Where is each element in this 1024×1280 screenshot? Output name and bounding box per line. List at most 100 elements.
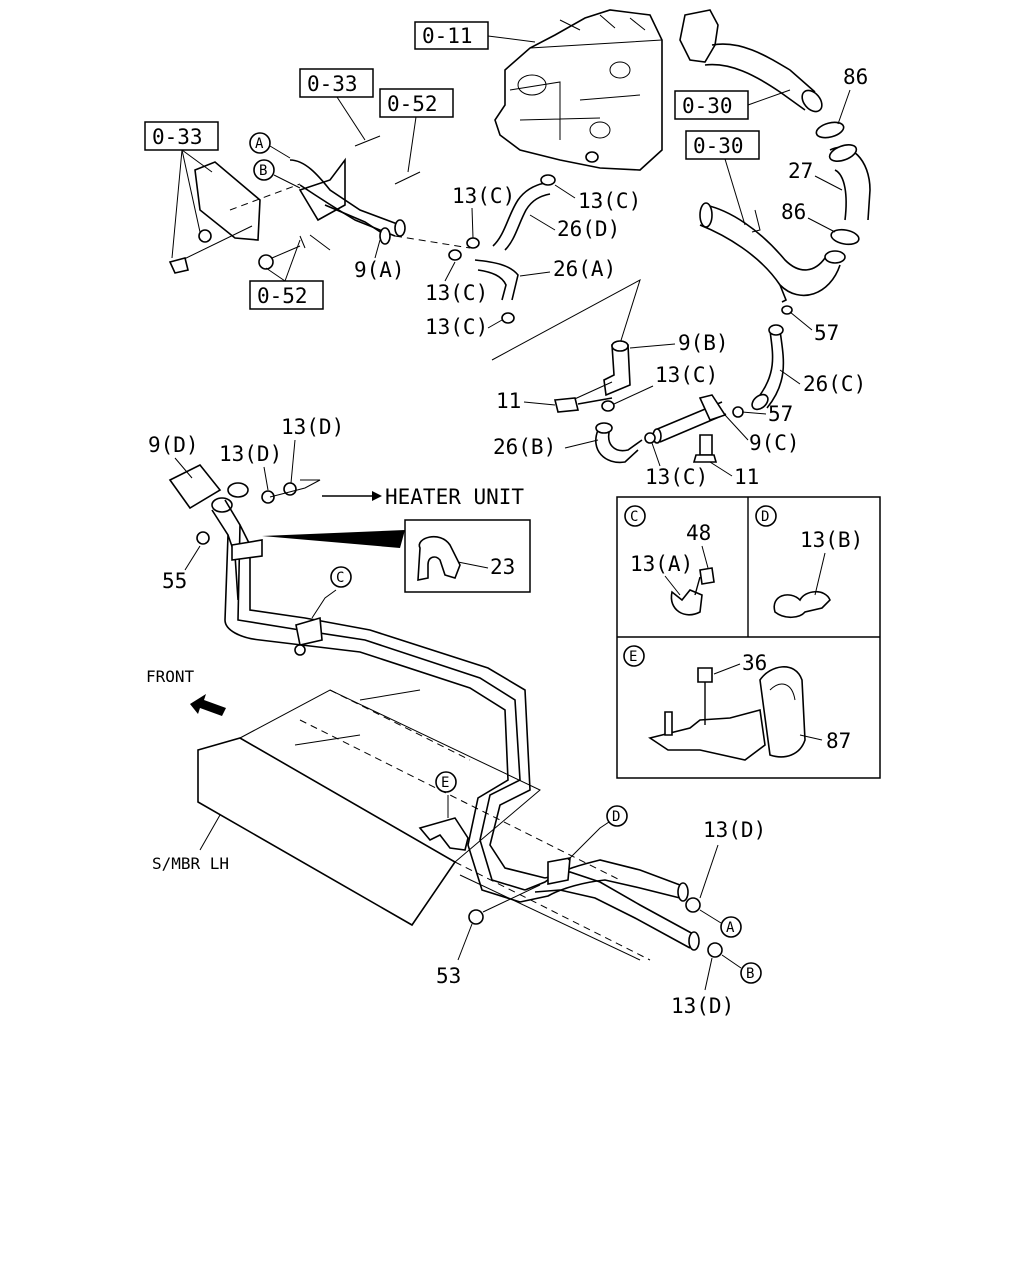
pipe-9b [567,340,631,403]
callout-9d: 9(D) [148,433,199,479]
svg-text:9(D): 9(D) [148,433,199,457]
svg-text:26(A): 26(A) [553,257,616,281]
engine-block [494,9,663,171]
svg-text:9(C): 9(C) [749,431,800,455]
bracket-23-box [262,519,531,593]
callout-13c-1: 13(C) [452,184,515,239]
callout-55: 55 [162,545,201,593]
svg-text:57: 57 [768,402,793,426]
svg-text:26(B): 26(B) [493,435,556,459]
callout-13d-1: 13(D) [219,442,282,491]
callout-9c: 9(C) [724,414,800,455]
nut-53 [468,884,541,925]
svg-text:E: E [441,775,449,791]
svg-text:0-52: 0-52 [257,284,308,308]
ref-box-0-52-b: 0-52 [249,239,324,310]
leader-triangle [491,278,641,361]
svg-text:0-30: 0-30 [682,94,733,118]
svg-text:C: C [336,570,344,586]
svg-text:13(D): 13(D) [281,415,344,439]
svg-text:57: 57 [814,321,839,345]
svg-text:C: C [630,509,638,525]
svg-text:13(C): 13(C) [452,184,515,208]
svg-text:26(C): 26(C) [803,372,866,396]
hose-26a [474,259,519,301]
callout-13d-3: 13(D) [699,818,766,899]
detail-c: C [624,505,715,616]
svg-text:86: 86 [843,65,868,89]
svg-text:HEATER UNIT: HEATER UNIT [385,485,524,509]
callout-57-upper: 57 [789,311,839,345]
hose-26c [751,324,785,411]
clamps-13c-57 [644,305,793,444]
dashed-leader-9a [394,235,471,249]
callout-86-upper: 86 [837,65,868,125]
heater-unit-arrow [322,491,382,501]
callout-11-lower: 11 [709,461,759,489]
svg-text:36: 36 [742,651,767,675]
clamp-86-upper [815,121,845,139]
callout-13b: 13(B) [800,528,863,596]
callout-9b: 9(B) [629,331,729,355]
dashed-leader-bracket [229,183,301,211]
marker-b-top: B [253,159,301,189]
bolt-11-upper [553,397,613,413]
callout-13a: 13(A) [630,552,693,596]
svg-text:D: D [761,509,769,525]
side-member [197,689,651,961]
callout-9a: 9(A) [354,239,405,282]
callout-27: 27 [788,159,843,191]
svg-text:27: 27 [788,159,813,183]
svg-text:11: 11 [734,465,759,489]
svg-text:13(A): 13(A) [630,552,693,576]
svg-text:0-52: 0-52 [387,92,438,116]
ref-box-0-30-a: 0-30 [674,89,791,120]
svg-text:9(A): 9(A) [354,258,405,282]
ref-box-0-33-a: 0-33 [299,68,374,141]
clamps-13c-middle [448,151,599,324]
front-arrow-icon [190,694,226,716]
callout-26d: 26(D) [529,214,620,241]
callout-smbr: S/MBR LH [152,814,229,873]
callout-13c-2: 13(C) [554,184,641,213]
pipe-9c [652,394,727,456]
svg-text:0-11: 0-11 [422,24,473,48]
svg-text:B: B [259,163,267,179]
svg-text:0-33: 0-33 [307,72,358,96]
svg-text:55: 55 [162,569,187,593]
callout-36: 36 [713,651,767,675]
marker-d-pipe: D [606,805,628,827]
heater-unit-label: HEATER UNIT [385,485,524,509]
callout-13c-6: 13(C) [645,442,708,489]
svg-text:0-30: 0-30 [693,134,744,158]
hose-27 [828,144,871,221]
svg-text:13(D): 13(D) [671,994,734,1018]
detail-e: E [623,645,806,761]
pipe-bracket-assembly [168,135,421,274]
clamp-13c-9b [601,400,615,412]
callout-57-lower: 57 [741,402,793,426]
callout-53: 53 [436,923,473,988]
hose-26d [492,182,551,251]
callout-13c-5: 13(C) [613,363,718,405]
heater-pipes-lower [519,819,723,958]
marker-a-bottom: A [699,909,742,938]
marker-e-pipe: E [435,771,457,793]
marker-b-bottom: B [721,954,762,984]
callout-13c-4: 13(C) [425,315,503,339]
svg-text:48: 48 [686,521,711,545]
svg-text:E: E [629,649,637,665]
svg-text:87: 87 [826,729,851,753]
svg-text:9(B): 9(B) [678,331,729,355]
svg-text:A: A [726,920,735,936]
svg-text:13(C): 13(C) [578,189,641,213]
svg-text:86: 86 [781,200,806,224]
svg-text:0-33: 0-33 [152,125,203,149]
svg-text:13(D): 13(D) [703,818,766,842]
svg-text:13(B): 13(B) [800,528,863,552]
svg-text:23: 23 [490,555,515,579]
callout-26a: 26(A) [519,257,616,281]
clamps-13d-heater [261,479,321,504]
callout-86-lower: 86 [781,200,836,233]
